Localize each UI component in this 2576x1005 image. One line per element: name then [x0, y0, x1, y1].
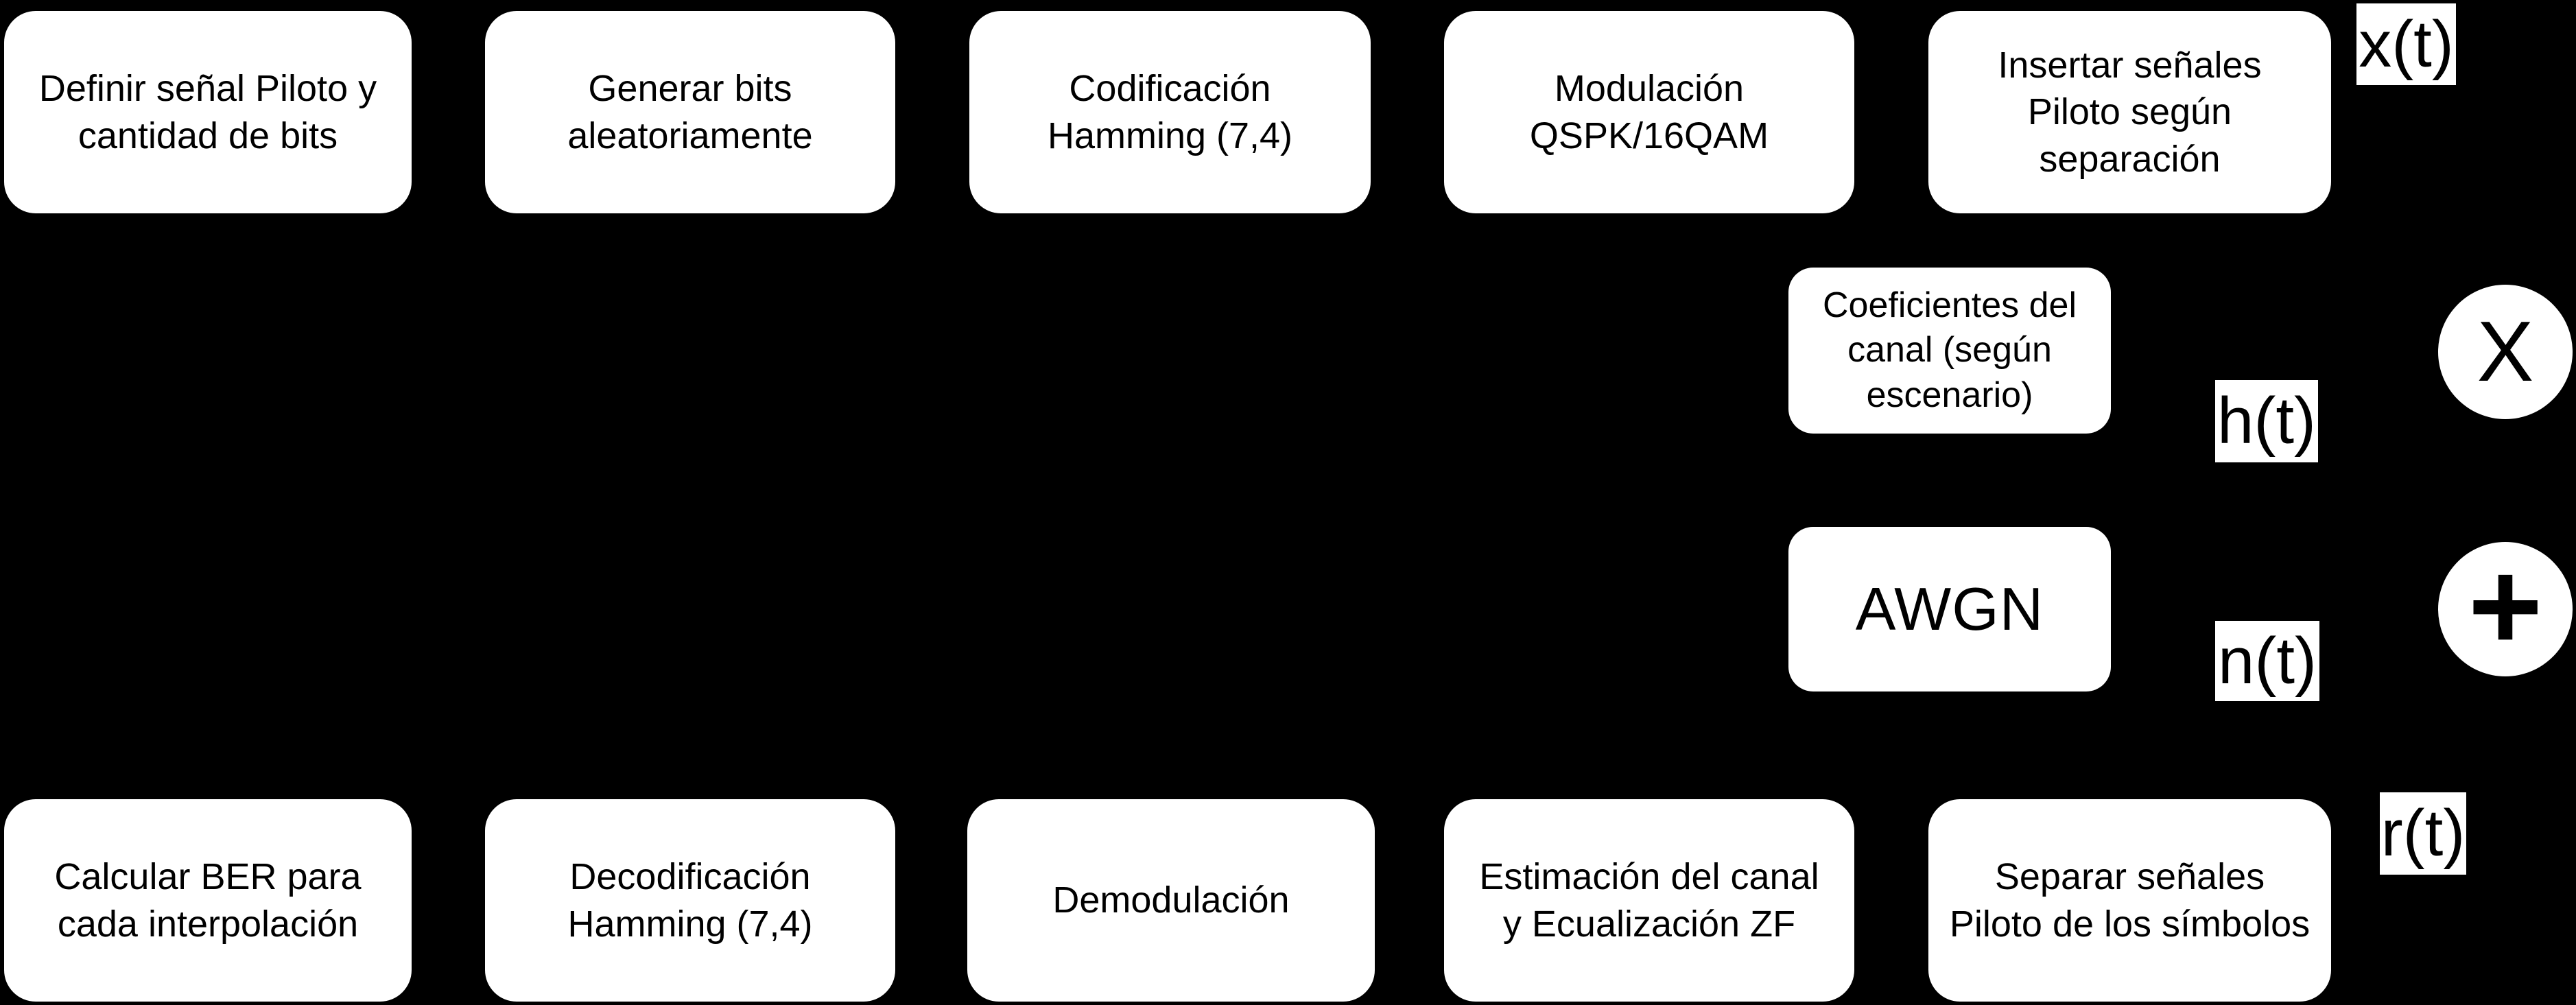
multiplier-node: X: [2438, 285, 2573, 419]
node-awgn: AWGN: [1788, 527, 2111, 691]
node-decodificacion-hamming: Decodificación Hamming (7,4): [485, 799, 895, 1002]
plus-symbol: +: [2468, 534, 2543, 677]
node-demodulacion: Demodulación: [967, 799, 1375, 1002]
node-insertar-piloto: Insertar señales Piloto según separación: [1928, 11, 2331, 213]
signal-label-nt: n(t): [2215, 621, 2319, 701]
signal-label-ht: h(t): [2215, 380, 2318, 462]
signal-label-rt: r(t): [2380, 792, 2466, 875]
node-generar-bits: Generar bits aleatoriamente: [485, 11, 895, 213]
node-definir-pilot: Definir señal Piloto y cantidad de bits: [4, 11, 412, 213]
signal-label-xt: x(t): [2356, 3, 2456, 85]
node-estimacion-ecualizacion: Estimación del canal y Ecualización ZF: [1444, 799, 1854, 1002]
node-codificacion-hamming: Codificación Hamming (7,4): [969, 11, 1371, 213]
node-coeficientes-canal: Coeficientes del canal (según escenario): [1788, 268, 2111, 434]
multiply-symbol: X: [2477, 305, 2534, 399]
node-calcular-ber: Calcular BER para cada interpolación: [4, 799, 412, 1002]
node-separar-piloto: Separar señales Piloto de los símbolos: [1928, 799, 2331, 1002]
adder-node: +: [2438, 535, 2573, 677]
node-modulacion: Modulación QSPK/16QAM: [1444, 11, 1854, 213]
